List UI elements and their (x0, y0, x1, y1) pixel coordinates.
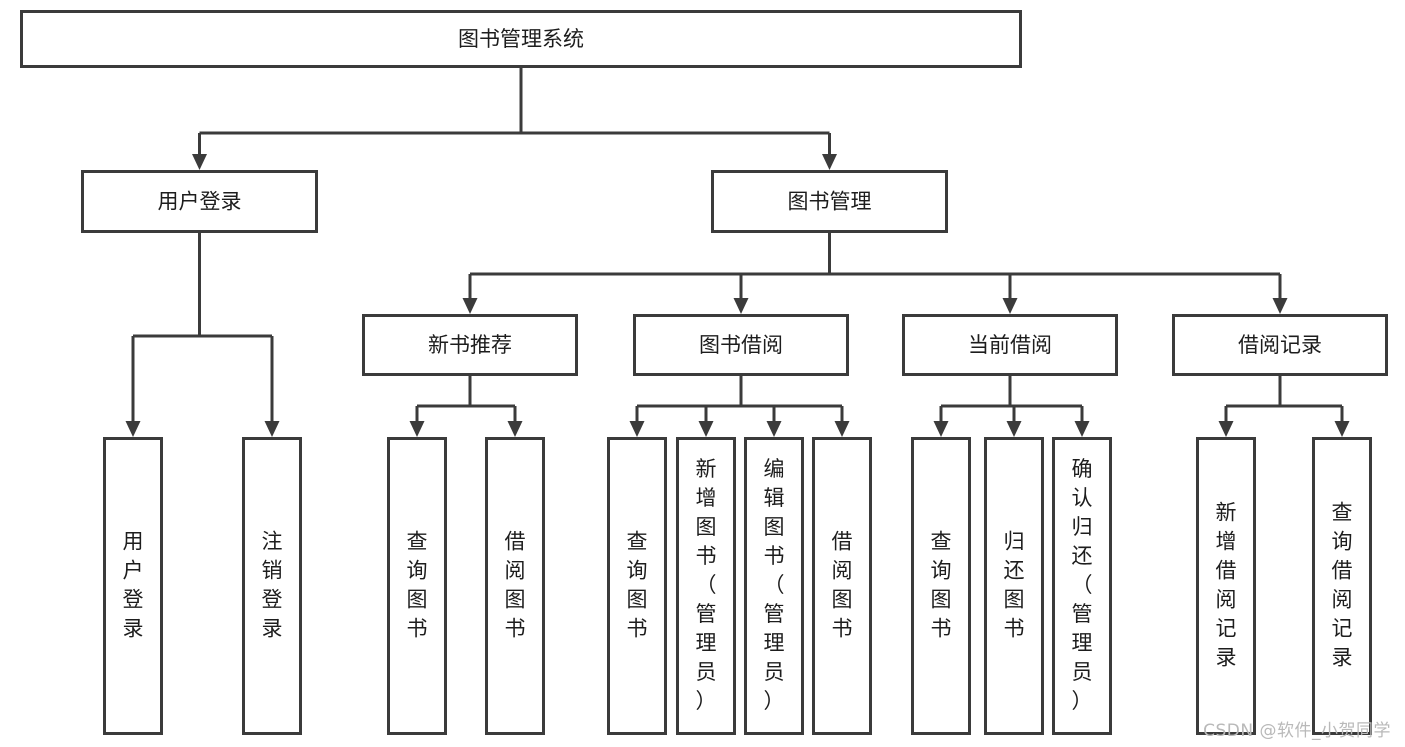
node-leaf-add-book[interactable]: 新增图书（管理员） (676, 437, 736, 735)
node-box-leaf-query-book-3[interactable] (911, 437, 971, 735)
node-new-book-rec[interactable]: 新书推荐 (362, 314, 578, 376)
edge-group-current-borrow (933, 376, 1090, 437)
node-label-current-borrow: 当前借阅 (968, 333, 1052, 357)
node-label-leaf-edit-book: 编辑图书（管理员） (764, 457, 785, 713)
node-leaf-query-book-2[interactable]: 查询图书 (607, 437, 667, 735)
node-box-leaf-query-book-2[interactable] (607, 437, 667, 735)
node-label-book-manage: 图书管理 (788, 190, 872, 214)
node-leaf-query-book-1[interactable]: 查询图书 (387, 437, 447, 735)
node-label-root: 图书管理系统 (458, 27, 584, 51)
edges-layer (125, 68, 1350, 437)
node-label-leaf-add-record: 新增借阅记录 (1216, 501, 1237, 670)
node-label-new-book-rec: 新书推荐 (428, 333, 512, 357)
node-box-new-book-rec[interactable] (362, 314, 578, 376)
node-label-leaf-query-record: 查询借阅记录 (1332, 501, 1353, 670)
node-label-leaf-add-book: 新增图书（管理员） (696, 457, 717, 713)
edge-group-book-manage (462, 233, 1288, 314)
node-box-leaf-query-book-1[interactable] (387, 437, 447, 735)
node-box-leaf-edit-book[interactable] (744, 437, 804, 735)
node-box-leaf-add-record[interactable] (1196, 437, 1256, 735)
node-box-leaf-return-book[interactable] (984, 437, 1044, 735)
node-leaf-user-login[interactable]: 用户登录 (103, 437, 163, 735)
node-label-leaf-logout: 注销登录 (262, 530, 283, 641)
node-label-leaf-return-book: 归还图书 (1004, 530, 1025, 641)
node-leaf-borrow-book-1[interactable]: 借阅图书 (485, 437, 545, 735)
node-label-leaf-borrow-book-2: 借阅图书 (832, 530, 853, 641)
node-label-leaf-user-login: 用户登录 (123, 530, 144, 641)
node-leaf-borrow-book-2[interactable]: 借阅图书 (812, 437, 872, 735)
node-box-book-manage[interactable] (711, 170, 948, 233)
node-box-leaf-user-login[interactable] (103, 437, 163, 735)
node-box-leaf-confirm-return[interactable] (1052, 437, 1112, 735)
edge-group-new-book-rec (409, 376, 523, 437)
edge-group-book-borrow (629, 376, 850, 437)
node-borrow-record[interactable]: 借阅记录 (1172, 314, 1388, 376)
node-box-leaf-logout[interactable] (242, 437, 302, 735)
node-label-leaf-confirm-return: 确认归还（管理员） (1072, 457, 1093, 713)
node-leaf-return-book[interactable]: 归还图书 (984, 437, 1044, 735)
edge-group-root (192, 68, 837, 170)
node-label-user-login: 用户登录 (158, 190, 242, 214)
node-leaf-query-book-3[interactable]: 查询图书 (911, 437, 971, 735)
node-root[interactable]: 图书管理系统 (20, 10, 1022, 68)
nodes-layer: 图书管理系统用户登录图书管理新书推荐图书借阅当前借阅借阅记录用户登录注销登录查询… (20, 10, 1388, 735)
node-box-leaf-add-book[interactable] (676, 437, 736, 735)
node-box-leaf-borrow-book-2[interactable] (812, 437, 872, 735)
node-leaf-logout[interactable]: 注销登录 (242, 437, 302, 735)
node-user-login[interactable]: 用户登录 (81, 170, 318, 233)
node-leaf-query-record[interactable]: 查询借阅记录 (1312, 437, 1372, 735)
node-box-current-borrow[interactable] (902, 314, 1118, 376)
node-label-leaf-borrow-book-1: 借阅图书 (505, 530, 526, 641)
node-box-root[interactable] (20, 10, 1022, 68)
node-label-borrow-record: 借阅记录 (1238, 333, 1322, 357)
node-box-leaf-query-record[interactable] (1312, 437, 1372, 735)
node-leaf-add-record[interactable]: 新增借阅记录 (1196, 437, 1256, 735)
edge-group-user-login (125, 233, 280, 437)
node-label-leaf-query-book-1: 查询图书 (407, 530, 428, 641)
node-book-manage[interactable]: 图书管理 (711, 170, 948, 233)
node-label-book-borrow: 图书借阅 (699, 333, 783, 357)
node-label-leaf-query-book-3: 查询图书 (931, 530, 952, 641)
edge-group-borrow-record (1218, 376, 1350, 437)
node-current-borrow[interactable]: 当前借阅 (902, 314, 1118, 376)
node-box-leaf-borrow-book-1[interactable] (485, 437, 545, 735)
node-leaf-edit-book[interactable]: 编辑图书（管理员） (744, 437, 804, 735)
node-leaf-confirm-return[interactable]: 确认归还（管理员） (1052, 437, 1112, 735)
node-book-borrow[interactable]: 图书借阅 (633, 314, 849, 376)
node-box-user-login[interactable] (81, 170, 318, 233)
node-box-book-borrow[interactable] (633, 314, 849, 376)
node-box-borrow-record[interactable] (1172, 314, 1388, 376)
node-label-leaf-query-book-2: 查询图书 (627, 530, 648, 641)
